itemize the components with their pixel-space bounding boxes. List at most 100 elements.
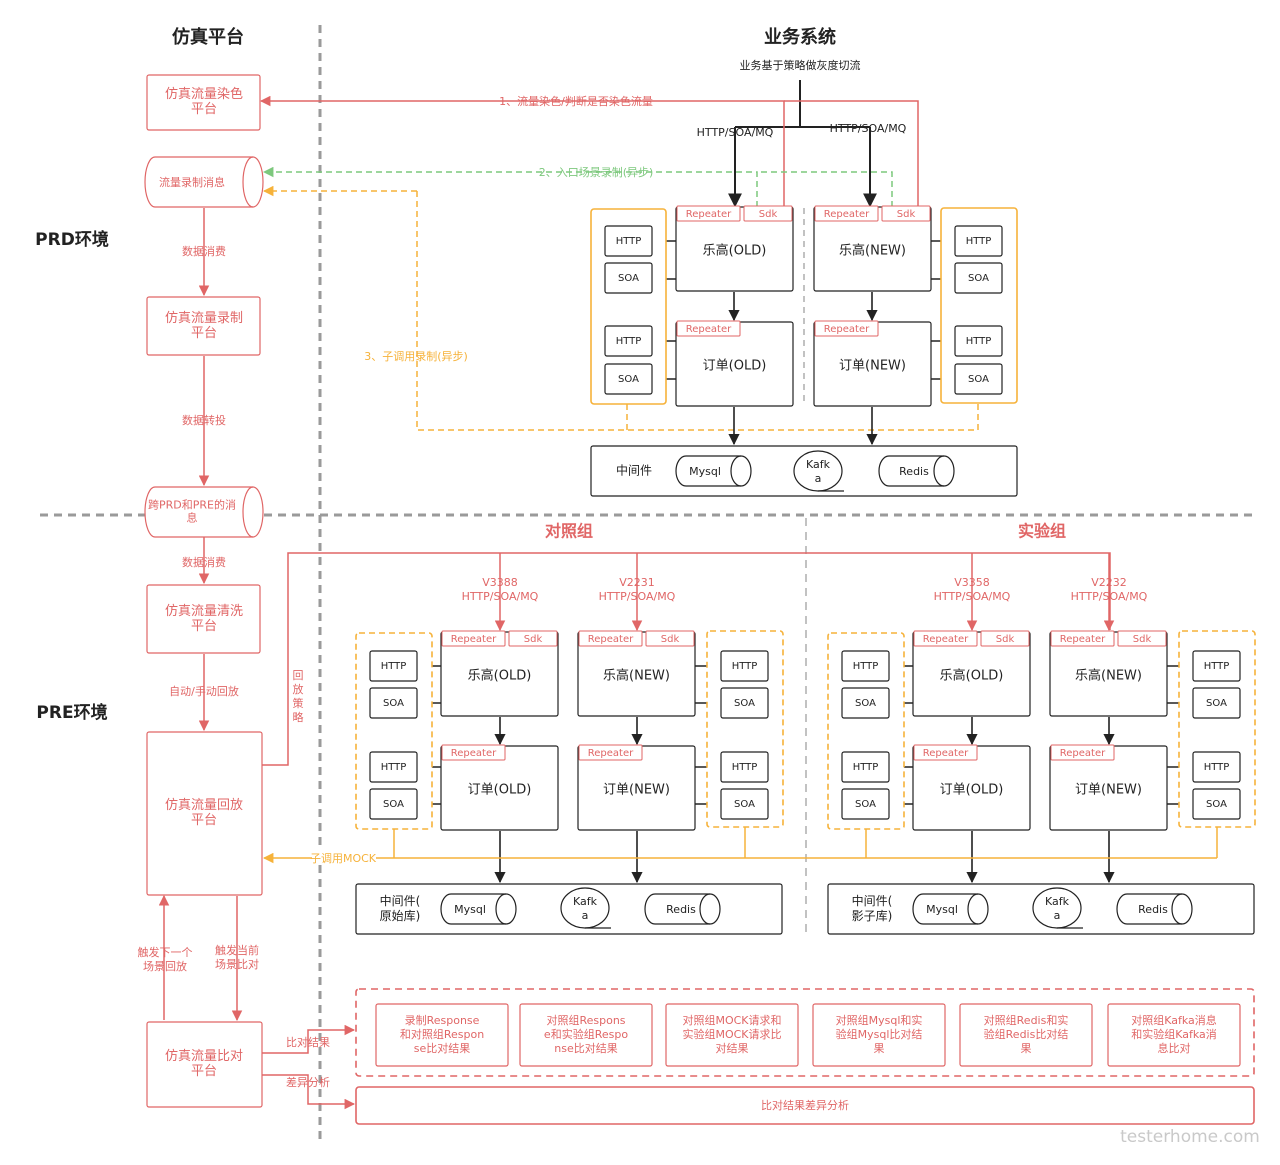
consume-2-label: 数据消费: [182, 555, 226, 569]
flow-1-path-old: [259, 95, 785, 207]
control-lego-old-label: 乐高(OLD): [468, 668, 532, 684]
prd-mysql-cap: [730, 455, 742, 487]
result-box-2: [519, 1003, 653, 1067]
experiment-old-soa-2-label: SOA: [855, 799, 876, 810]
arrow-diff-analysis: [262, 1074, 356, 1110]
sub-call-mock-label: 子调用MOCK: [310, 852, 377, 865]
result-label-6-line: 息比对: [1158, 1041, 1191, 1055]
arrow-compare-result: [262, 1024, 356, 1054]
control-new-soa-2: [720, 788, 769, 820]
experiment-middleware-label-line: 影子库): [852, 908, 893, 923]
prd-env-label: PRD环境: [35, 229, 109, 250]
result-label-3-line: 实验组MOCK请求比: [682, 1027, 781, 1041]
control-version-new: V2231: [619, 576, 655, 589]
control-old-soa-2: [369, 788, 418, 820]
text-layer: 仿真平台业务系统业务基于策略做灰度切流PRD环境PRE环境对照组实验组仿真流量染…: [35, 26, 1260, 1147]
sdk-label: Sdk: [897, 209, 916, 220]
sdk-tag: [743, 205, 793, 222]
dye-platform-label: 仿真流量染色平台: [165, 86, 243, 117]
prd-mysql-label: Mysql: [689, 465, 721, 478]
result-label-1-line: 录制Response: [405, 1014, 480, 1027]
compare-platform-box: [146, 1021, 263, 1108]
clean-platform-label: 仿真流量清洗平台: [165, 604, 243, 634]
experiment-kafka-label-line: a: [1054, 909, 1061, 922]
experiment-new-http-1-label: HTTP: [1204, 661, 1230, 672]
watermark-text: testerhome.com: [1120, 1127, 1260, 1147]
control-redis-cap: [699, 893, 711, 925]
control-middleware-label-line: 中间件(: [380, 893, 421, 908]
experiment-kafka: [1032, 887, 1082, 929]
experiment-kafka-label-line: Kafk: [1045, 895, 1070, 908]
flow-2-path-old: [262, 166, 758, 207]
auto-replay-label: 自动/手动回放: [169, 684, 239, 698]
prd-new-soa-1: [954, 262, 1003, 294]
prd-new-http-2: [954, 325, 1003, 357]
control-old-soa-2-label: SOA: [383, 799, 404, 810]
result-box-5: [959, 1003, 1093, 1067]
control-old-http-1: [369, 650, 418, 682]
repeater-tag: [913, 744, 978, 761]
experiment-old-http-1-label: HTTP: [853, 661, 879, 672]
prd-old-soa-1-label: SOA: [618, 273, 639, 284]
prd-new-http-1-label: HTTP: [966, 236, 992, 247]
repeater-tag: [814, 320, 879, 337]
result-label-1-line: se比对结果: [414, 1041, 471, 1055]
trigger-compare-label: 触发当前场景比对: [215, 943, 259, 971]
replay-strategy-char: 放: [293, 682, 304, 696]
control-new-soa-2-label: SOA: [734, 799, 755, 810]
result-label-4-line: 验组Mysql比对结: [836, 1027, 923, 1041]
experiment-lego-old-label: 乐高(OLD): [940, 668, 1004, 684]
result-label-6: 对照组Kafka消息和实验组Kafka消息比对: [1131, 1013, 1217, 1055]
result-label-4: 对照组Mysql和实验组Mysql比对结果: [836, 1013, 923, 1055]
experiment-middleware-label-line: 中间件(: [852, 893, 893, 908]
control-kafka: [560, 887, 610, 929]
sdk-label: Sdk: [661, 634, 680, 645]
business-title: 业务系统: [764, 26, 836, 48]
experiment-order-new-label: 订单(NEW): [1075, 783, 1142, 798]
replay-strategy-char: 略: [293, 710, 304, 724]
result-label-4-line: 果: [874, 1042, 885, 1055]
experiment-group-title: 实验组: [1018, 522, 1066, 541]
diff-analysis-box: [355, 1086, 1255, 1125]
result-label-1-line: 和对照组Respon: [400, 1027, 484, 1041]
cross-env-message-label: 跨PRD和PRE的消息: [148, 498, 236, 525]
prd-old-soa-2: [604, 363, 653, 395]
result-label-6-line: 对照组Kafka消息: [1131, 1013, 1217, 1027]
flow-1-path-new: [784, 100, 919, 207]
prd-new-http-1: [954, 225, 1003, 257]
replay-platform-label: 仿真流量回放平台: [165, 798, 243, 828]
experiment-old-soa-2: [841, 788, 890, 820]
pre-env-label: PRE环境: [36, 702, 107, 723]
replay-strategy-char: 回: [293, 669, 304, 682]
repeater-tag: [913, 630, 978, 647]
compare-platform-label: 仿真流量比对平台: [165, 1049, 243, 1079]
record-platform-label: 仿真流量录制平台: [165, 311, 243, 341]
repeater-label: Repeater: [824, 324, 870, 335]
flow-2-path-new: [757, 171, 893, 207]
repeater-label: Repeater: [1060, 634, 1106, 645]
experiment-version-new: V2232: [1091, 576, 1127, 589]
control-old-soa-1: [369, 687, 418, 719]
replay-platform-label-line: 平台: [191, 813, 217, 828]
repeater-tag: [814, 205, 879, 222]
prd-middleware-label: 中间件: [616, 463, 652, 478]
experiment-new-http-2-label: HTTP: [1204, 762, 1230, 773]
repeater-label: Repeater: [686, 209, 732, 220]
compare-platform-label-line: 仿真流量比对: [165, 1049, 243, 1064]
sub-call-mock-label-bg: [312, 851, 376, 865]
trigger-next-label-line: 触发下一个: [138, 945, 193, 959]
control-middleware-label: 中间件(原始库): [380, 893, 421, 923]
replay-strategy-label: 回放策略: [293, 669, 304, 724]
experiment-old-http-2-label: HTTP: [853, 762, 879, 773]
trigger-compare-label-line: 场景比对: [215, 957, 259, 971]
control-old-http-2-label: HTTP: [381, 762, 407, 773]
prd-order-old-label: 订单(OLD): [703, 359, 767, 374]
experiment-old-soa-1-label: SOA: [855, 698, 876, 709]
prd-old-soa-1: [604, 262, 653, 294]
repeater-tag: [676, 320, 741, 337]
result-label-5-line: 验组Redis比对结: [984, 1027, 1069, 1041]
